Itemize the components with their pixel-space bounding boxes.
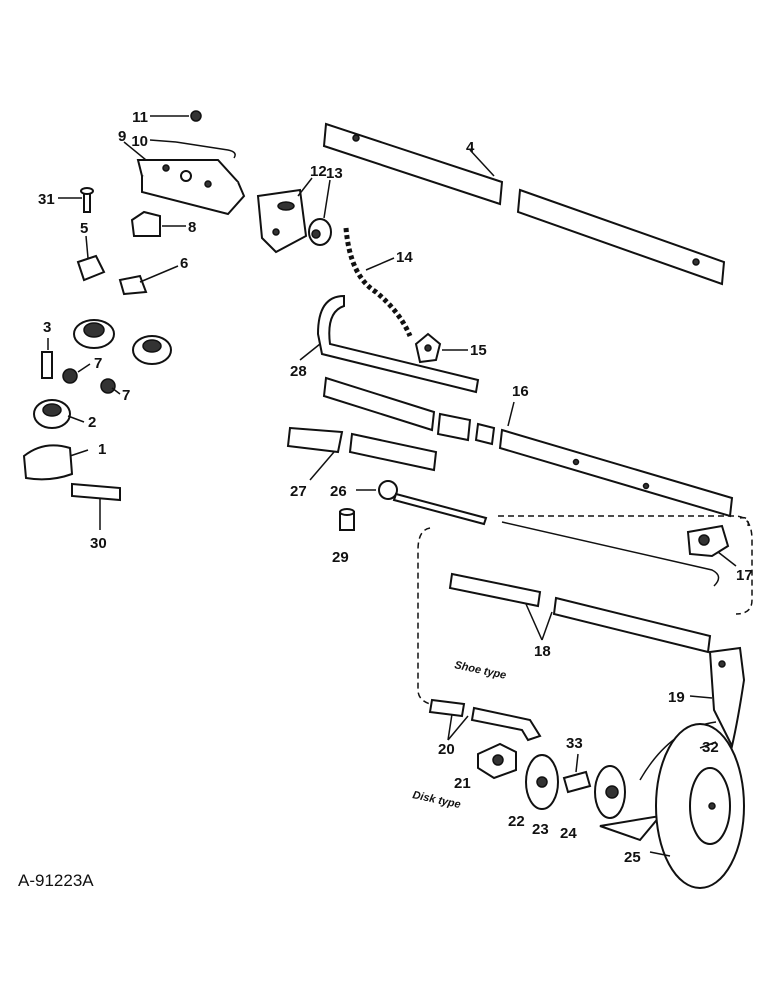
part-5-bracket <box>76 235 106 282</box>
part-flat-bars <box>322 376 496 446</box>
callout-23: 23 <box>532 821 549 838</box>
part-31-pin <box>58 187 94 213</box>
callout-21: 21 <box>454 775 471 792</box>
part-3-bolt <box>41 351 53 379</box>
callout-32: 32 <box>702 739 719 756</box>
part-17-clamp <box>686 524 737 567</box>
part-20-shafts <box>428 698 542 742</box>
part-23-spacer <box>562 753 592 794</box>
part-8-clip <box>130 210 186 237</box>
callout-24: 24 <box>560 825 577 842</box>
callout-8: 8 <box>188 219 196 236</box>
part-7-nut <box>100 378 116 394</box>
callout-14: 14 <box>396 249 413 266</box>
part-1-shield <box>22 444 74 481</box>
callout-27: 27 <box>290 483 307 500</box>
callout-7b: 7 <box>122 387 130 404</box>
callout-7a: 7 <box>94 355 102 372</box>
disk-type-label: Disk type <box>411 789 461 811</box>
part-12-bracket <box>256 177 313 254</box>
part-25-disk <box>599 721 745 889</box>
callout-30: 30 <box>90 535 107 552</box>
callout-16: 16 <box>512 383 529 400</box>
callout-15: 15 <box>470 342 487 359</box>
callout-19: 19 <box>668 689 685 706</box>
callout-26: 26 <box>330 483 347 500</box>
callout-18: 18 <box>534 643 551 660</box>
part-26-eye-rod <box>356 480 720 587</box>
callout-17: 17 <box>736 567 753 584</box>
part-27-straps <box>286 426 438 481</box>
callout-29: 29 <box>332 549 349 566</box>
part-30-shaft <box>71 482 121 502</box>
shoe-type-label: Shoe type <box>453 659 507 682</box>
part-22-flange <box>525 754 559 810</box>
callout-6: 6 <box>180 255 188 272</box>
left-parts <box>22 319 172 530</box>
callout-20: 20 <box>438 741 455 758</box>
callout-25: 25 <box>624 849 641 866</box>
callout-9: 9 <box>118 128 126 145</box>
part-29-bushing <box>339 508 355 531</box>
callout-2: 2 <box>88 414 96 431</box>
part-21-housing <box>477 742 517 780</box>
callout-3: 3 <box>43 319 51 336</box>
part-19-shoe <box>689 646 746 749</box>
callout-10: 10 <box>131 133 148 150</box>
callout-1: 1 <box>98 441 106 458</box>
part-6-plate <box>118 265 179 296</box>
callout-31: 31 <box>38 191 55 208</box>
callout-13: 13 <box>326 165 343 182</box>
callout-4: 4 <box>466 139 475 156</box>
part-7-nut <box>62 368 78 384</box>
callout-28: 28 <box>290 363 307 380</box>
part-10-rod <box>149 139 236 159</box>
callout-5: 5 <box>80 220 88 237</box>
part-4-bar <box>322 122 726 286</box>
callout-11: 11 <box>132 109 148 126</box>
callout-12: 12 <box>310 163 327 180</box>
callout-33: 33 <box>566 735 583 752</box>
drawing-code: A-91223A <box>18 871 94 890</box>
part-15-anchor <box>414 332 468 364</box>
part-18-bars <box>448 572 712 654</box>
part-28-arm <box>299 294 480 394</box>
part-9-bracket <box>123 141 246 216</box>
part-16-bar <box>498 401 734 518</box>
assembly-outline <box>417 515 753 705</box>
part-24-hub <box>594 765 626 819</box>
part-14-chain <box>343 227 413 337</box>
callout-22: 22 <box>508 813 525 830</box>
part-13-pulley <box>308 179 332 246</box>
part-11-spring <box>150 110 202 122</box>
